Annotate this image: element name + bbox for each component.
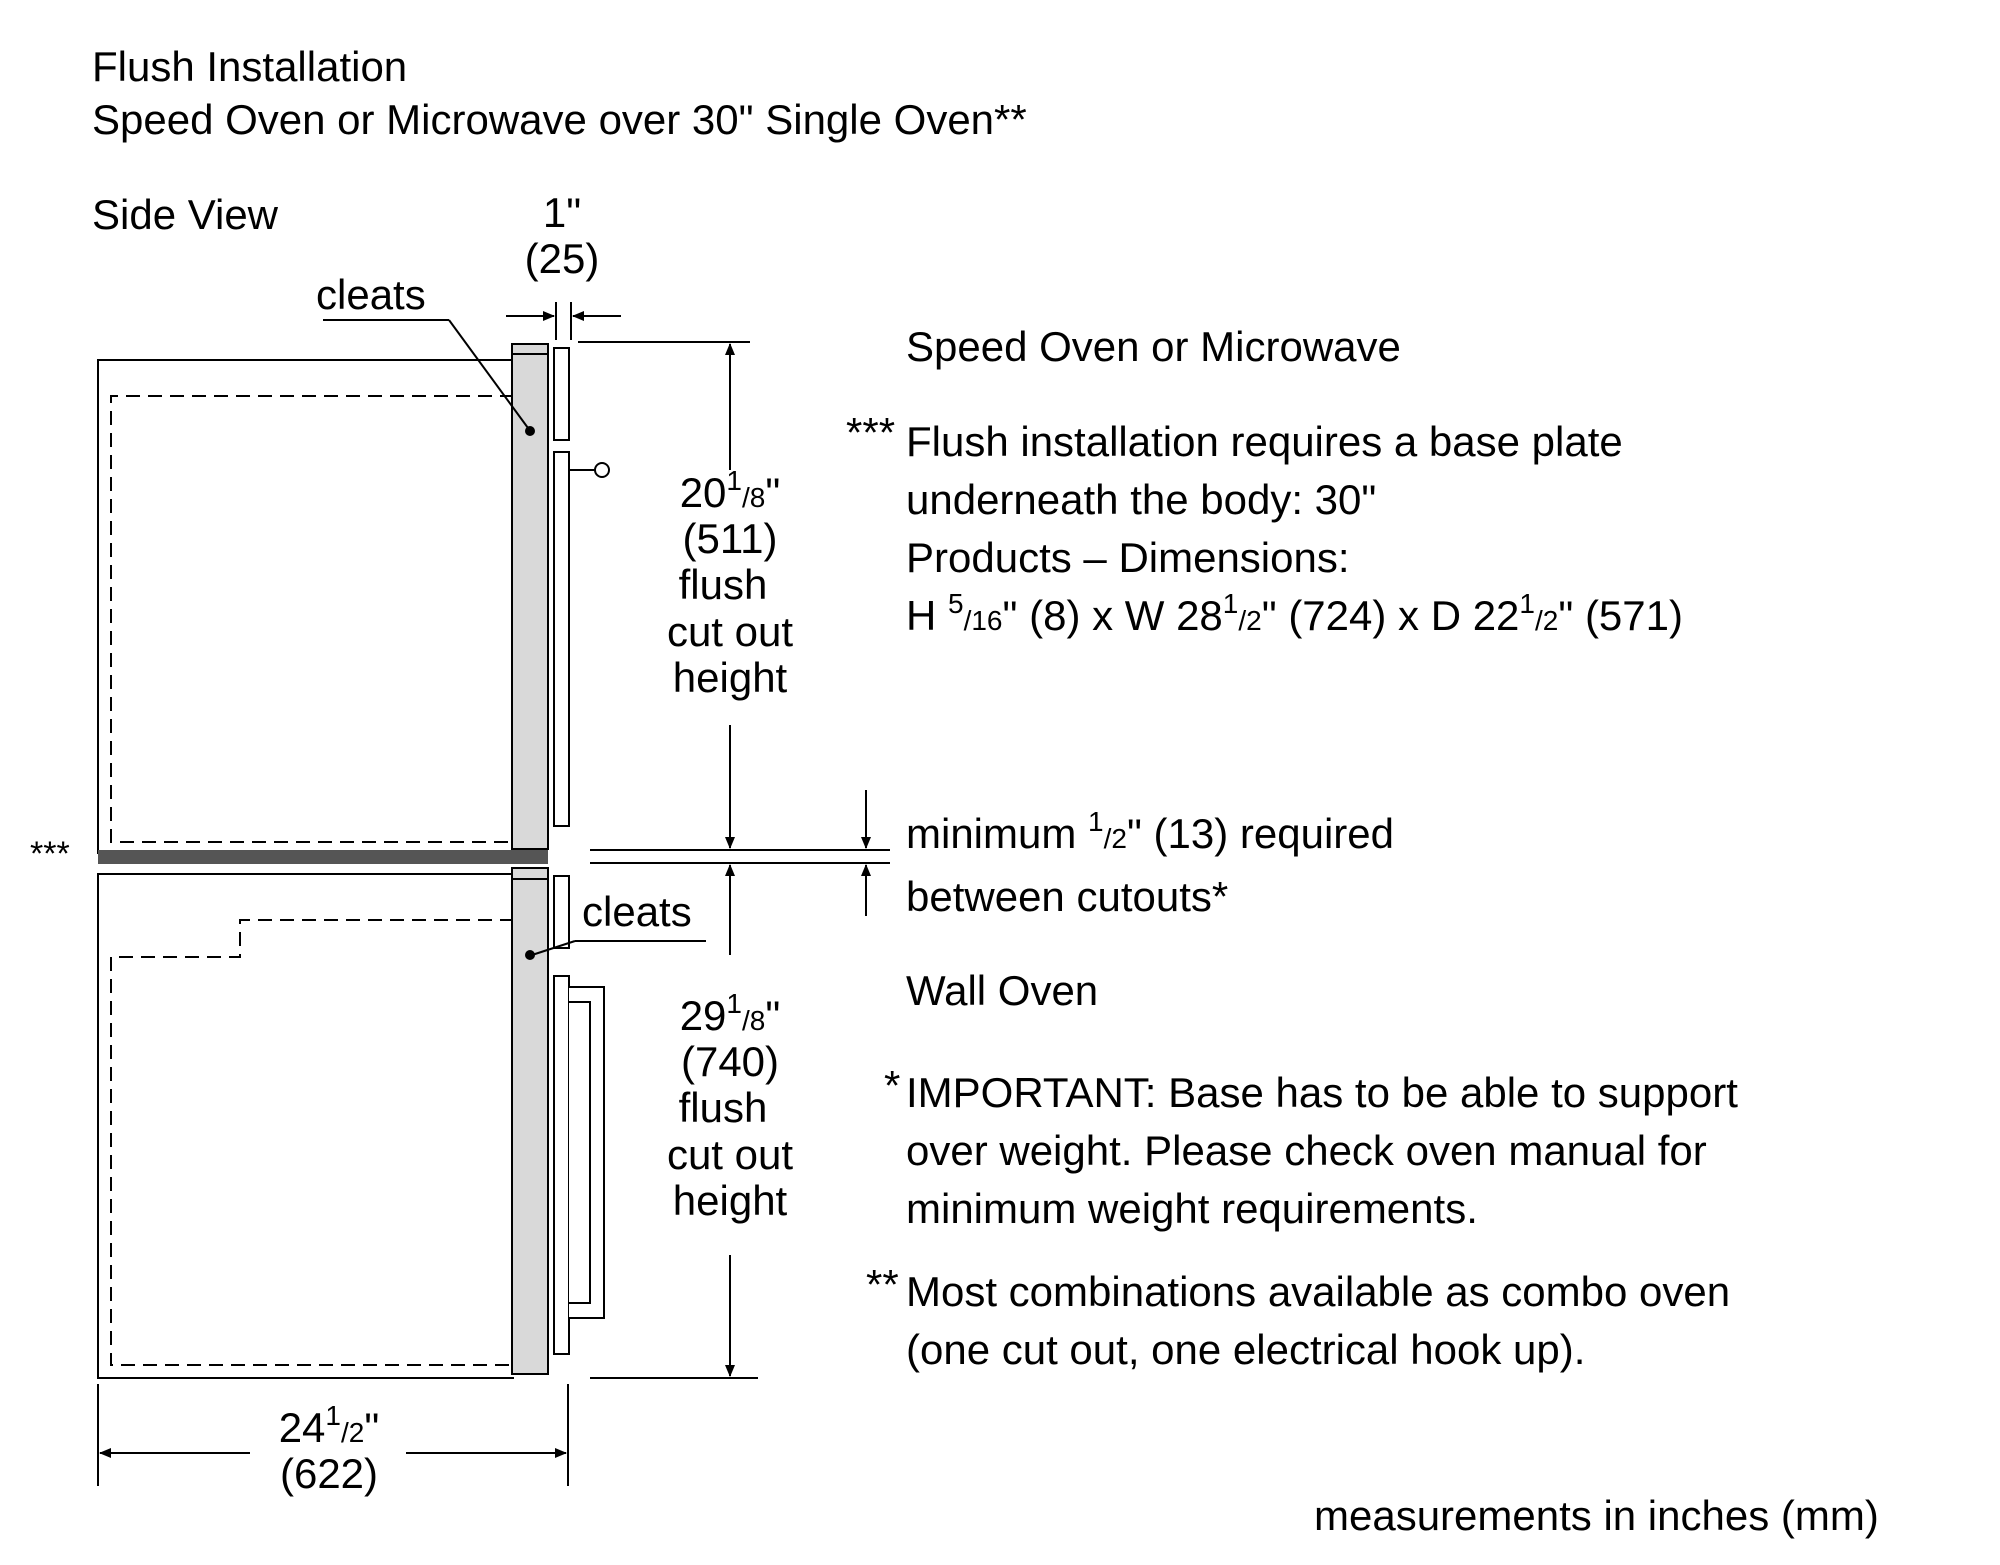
upper-cabinet: [97, 359, 514, 854]
upper-cutout-dimension: 201/8" (511) flush cut out height: [640, 465, 820, 701]
important-note-line-1: IMPORTANT: Base has to be able to suppor…: [906, 1069, 1738, 1116]
flush-note: Flush installation requires a base plate…: [906, 413, 1683, 650]
lower-cutout-inches: 291/8": [679, 988, 781, 1039]
upper-door-top: [553, 347, 570, 441]
combo-note-marker: **: [866, 1261, 899, 1308]
side-view-label: Side View: [92, 191, 279, 238]
upper-handle-knob: [594, 462, 610, 478]
upper-door-bottom: [553, 451, 570, 827]
lower-cleat: [511, 867, 549, 1375]
base-plate-dimensions: H 5/16" (8) x W 281/2" (724) x D 221/2" …: [906, 588, 1683, 640]
combo-note-line-1: Most combinations available as combo ove…: [906, 1268, 1731, 1315]
flush-note-line-1: Flush installation requires a base plate: [906, 418, 1623, 465]
lower-cabinet: [97, 873, 514, 1379]
lower-handle: [569, 986, 605, 1319]
upper-cutout-label-2: cut out: [666, 607, 794, 655]
depth-dimension: 241/2" (622): [244, 1400, 414, 1498]
lower-oven-dashed-outline: [110, 919, 514, 1366]
important-note: IMPORTANT: Base has to be able to suppor…: [906, 1064, 1738, 1238]
combo-note: Most combinations available as combo ove…: [906, 1263, 1730, 1379]
upper-cutout-mm: (511): [682, 515, 778, 563]
lower-cutout-label-1: flush: [678, 1084, 768, 1132]
diagram-subtitle: Speed Oven or Microwave over 30" Single …: [92, 96, 1027, 143]
combo-note-line-2: (one cut out, one electrical hook up).: [906, 1326, 1586, 1373]
lower-cutout-label-2: cut out: [666, 1130, 794, 1178]
important-note-marker: *: [884, 1062, 901, 1109]
units-note: measurements in inches (mm): [1314, 1492, 1879, 1539]
diagram-title: Flush Installation: [92, 43, 408, 90]
flush-note-marker: ***: [846, 409, 896, 456]
lower-cutout-label-3: height: [672, 1176, 788, 1224]
flush-note-line-3: Products – Dimensions:: [906, 534, 1350, 581]
base-plate: [98, 850, 548, 864]
cleats-label-lower: cleats: [582, 888, 692, 935]
base-plate-marker: ***: [30, 835, 70, 873]
important-note-line-3: minimum weight requirements.: [906, 1185, 1478, 1232]
upper-cleat: [511, 343, 549, 850]
upper-unit-heading: Speed Oven or Microwave: [906, 323, 1401, 370]
important-note-line-2: over weight. Please check oven manual fo…: [906, 1127, 1707, 1174]
upper-oven-dashed-outline: [110, 395, 514, 843]
lower-cutout-dimension: 291/8" (740) flush cut out height: [640, 988, 820, 1224]
depth-inches: 241/2": [278, 1400, 380, 1451]
top-gap-dimension: 1" (25): [510, 189, 614, 283]
upper-cutout-label-3: height: [672, 653, 788, 701]
depth-mm: (622): [279, 1450, 379, 1498]
lower-unit-heading: Wall Oven: [906, 967, 1099, 1014]
cleats-label-upper: cleats: [316, 271, 426, 318]
min-gap-note: minimum 1/2" (13) required between cutou…: [906, 805, 1394, 926]
min-gap-line-2: between cutouts*: [906, 873, 1229, 920]
lower-cutout-mm: (740): [680, 1038, 780, 1086]
top-gap-mm: (25): [524, 235, 600, 283]
top-gap-inches: 1": [542, 189, 582, 236]
lower-door-top: [553, 875, 570, 949]
lower-door-bottom: [553, 975, 570, 1355]
flush-note-line-2: underneath the body: 30": [906, 476, 1377, 523]
upper-cutout-inches: 201/8": [679, 465, 781, 516]
min-gap-line-1: minimum 1/2" (13) required: [906, 806, 1394, 858]
upper-cutout-label-1: flush: [678, 561, 768, 609]
